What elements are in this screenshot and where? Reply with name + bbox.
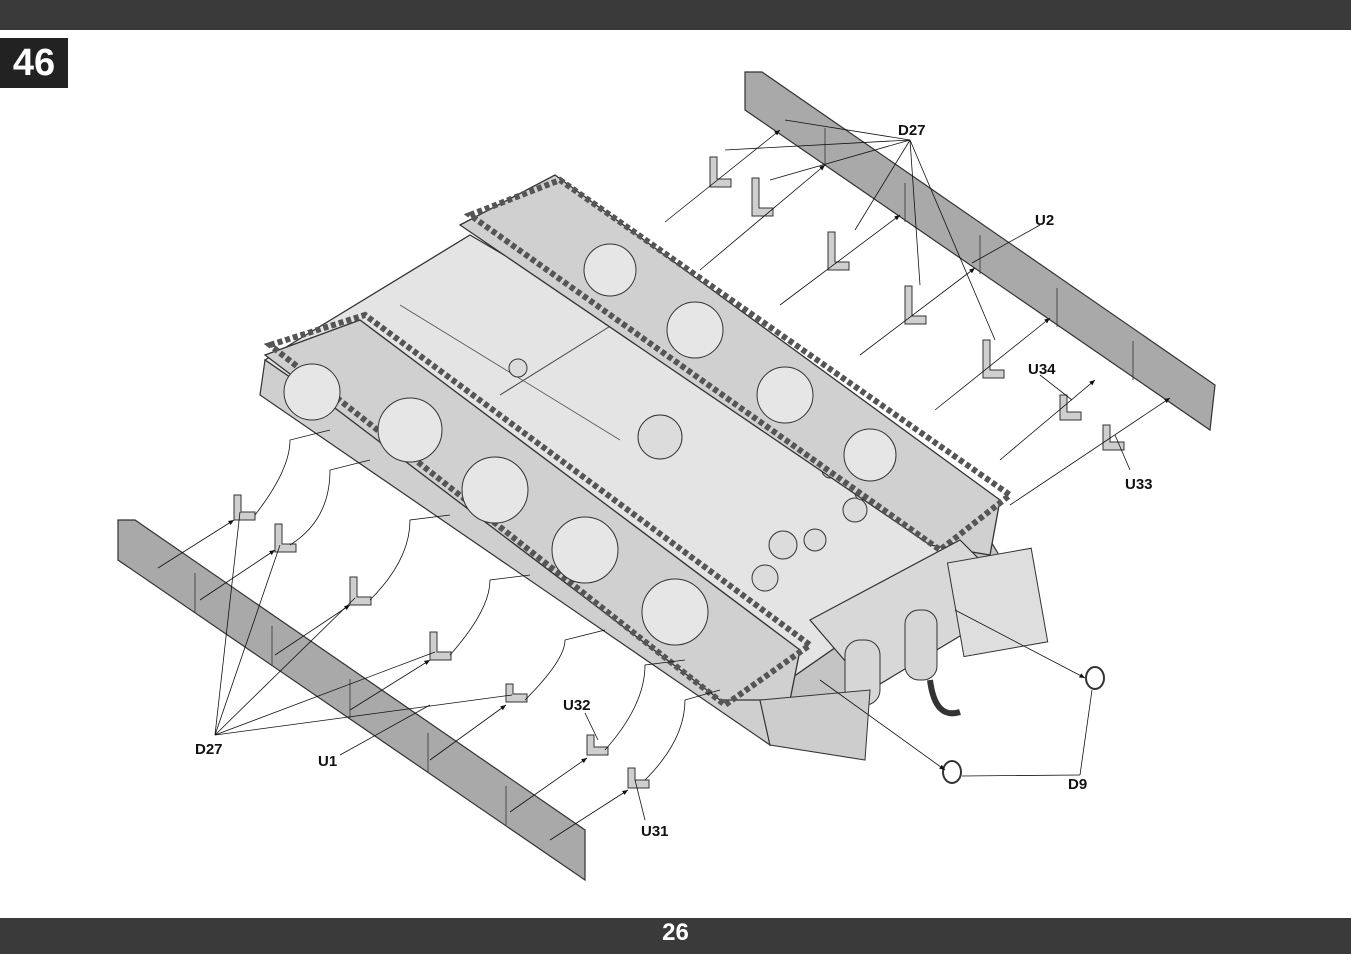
upper-brackets (709, 156, 1125, 451)
callout-d27-top: D27 (898, 122, 926, 139)
footer-bar (0, 918, 1351, 954)
callout-u32: U32 (563, 697, 591, 714)
lower-brackets (233, 494, 650, 789)
header-bar (0, 0, 1351, 30)
callout-u31: U31 (641, 823, 669, 840)
tow-shackles (942, 666, 1105, 784)
callout-d27-bottom: D27 (195, 741, 223, 758)
callout-u2: U2 (1035, 212, 1055, 229)
step-number: 46 (0, 38, 68, 88)
lower-fender-plate (117, 519, 586, 882)
lower-track (263, 311, 816, 709)
callout-u34: U34 (1028, 361, 1056, 378)
upper-track (458, 174, 1016, 556)
callout-d9: D9 (1068, 776, 1088, 793)
rear-hull (759, 539, 1049, 761)
callout-u1: U1 (318, 753, 338, 770)
assembly-arrows (157, 119, 1171, 841)
callout-u33: U33 (1125, 476, 1153, 493)
